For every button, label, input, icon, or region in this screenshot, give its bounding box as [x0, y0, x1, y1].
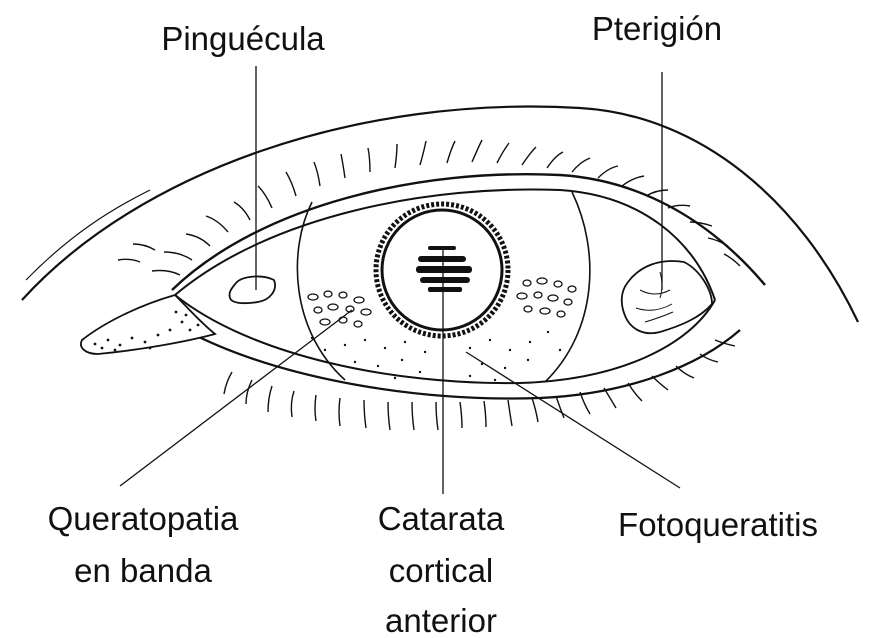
label-catarata-line2: cortical: [389, 552, 494, 589]
cornea-right-edge: [545, 192, 590, 382]
cataract-streaks: [416, 246, 472, 292]
lid-fold-inner: [26, 190, 150, 280]
label-catarata-line1: Catarata: [378, 500, 505, 537]
leader-fotoqueratitis: [466, 352, 680, 488]
label-queratopatia-line2: en banda: [74, 552, 212, 589]
label-catarata-line3: anterior: [385, 602, 497, 638]
photokeratitis-stipple: [311, 331, 561, 381]
cornea-left-edge: [297, 202, 345, 380]
band-keratopathy-dots: [308, 291, 371, 327]
caruncle: [81, 295, 215, 354]
label-fotoqueratitis: Fotoqueratitis: [618, 506, 818, 543]
label-queratopatia-line1: Queratopatia: [48, 500, 239, 537]
band-keratopathy-dots-right: [517, 278, 576, 317]
lower-lid: [185, 330, 740, 398]
label-pterigion: Pterigión: [592, 10, 722, 47]
label-pinguecula: Pinguécula: [161, 20, 325, 57]
eye-opening-lower: [175, 295, 715, 383]
lower-eyelashes: [224, 340, 735, 430]
pinguecula-lesion: [229, 276, 275, 303]
pterygium-vessels: [636, 272, 673, 322]
